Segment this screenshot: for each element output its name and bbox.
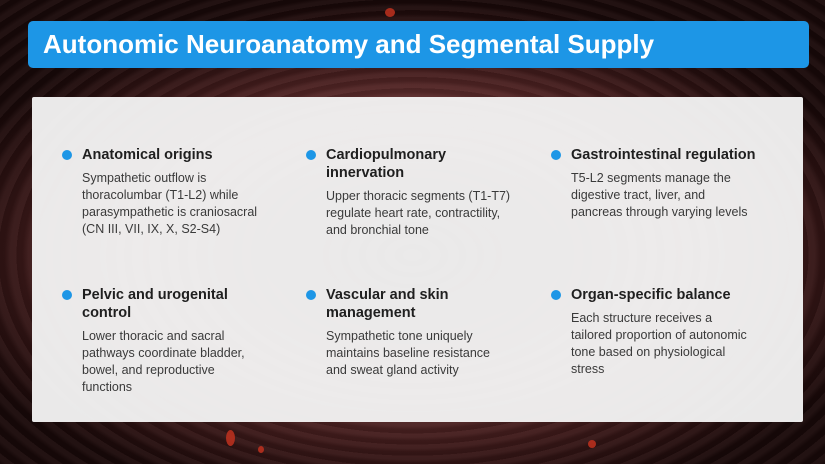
background-speck	[588, 440, 596, 448]
slide-title: Autonomic Neuroanatomy and Segmental Sup…	[43, 29, 655, 59]
bullet-item: Vascular and skin management Sympathetic…	[306, 286, 516, 379]
bullet-dot-icon	[306, 290, 316, 300]
bullet-body: Sympathetic tone uniquely maintains base…	[326, 329, 490, 377]
bullet-title: Vascular and skin management	[326, 287, 449, 321]
bullet-title: Gastrointestinal regulation	[571, 147, 756, 163]
bullet-title: Organ-specific balance	[571, 287, 731, 303]
bullet-item: Organ-specific balance Each structure re…	[551, 286, 761, 378]
bullet-body: Lower thoracic and sacral pathways coord…	[82, 329, 245, 394]
bullet-dot-icon	[551, 290, 561, 300]
bullet-body: Each structure receives a tailored propo…	[571, 311, 747, 376]
bullet-item: Anatomical origins Sympathetic outflow i…	[62, 146, 272, 238]
bullet-body: Upper thoracic segments (T1-T7) regulate…	[326, 189, 511, 237]
bullet-title: Anatomical origins	[82, 147, 213, 163]
background-speck	[226, 430, 235, 446]
background-speck	[258, 446, 264, 453]
bullet-dot-icon	[62, 290, 72, 300]
bullet-body: T5-L2 segments manage the digestive trac…	[571, 171, 748, 219]
bullet-dot-icon	[62, 150, 72, 160]
bullet-dot-icon	[551, 150, 561, 160]
bullet-body: Sympathetic outflow is thoracolumbar (T1…	[82, 171, 258, 236]
bullet-title: Pelvic and urogenital control	[82, 287, 228, 321]
content-card: Anatomical origins Sympathetic outflow i…	[32, 97, 803, 422]
bullet-title: Cardiopulmonary innervation	[326, 147, 447, 181]
bullet-dot-icon	[306, 150, 316, 160]
title-bar: Autonomic Neuroanatomy and Segmental Sup…	[28, 21, 809, 68]
bullet-item: Gastrointestinal regulation T5-L2 segmen…	[551, 146, 761, 221]
background-speck	[385, 8, 395, 17]
bullet-item: Cardiopulmonary innervation Upper thorac…	[306, 146, 516, 239]
bullet-item: Pelvic and urogenital control Lower thor…	[62, 286, 272, 396]
